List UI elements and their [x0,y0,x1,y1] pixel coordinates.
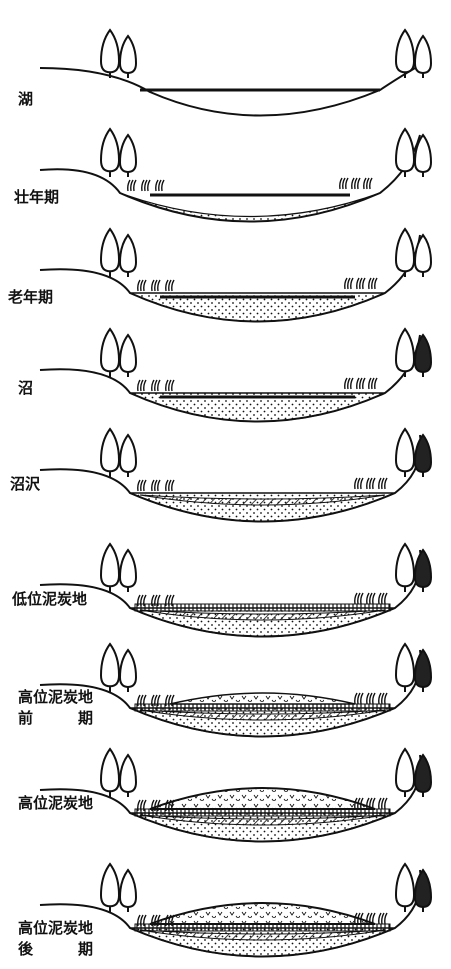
stage-label-lake: 湖 [18,88,33,109]
tree-icon [101,864,119,912]
stage-label-high-peatland: 高位泥炭地 [18,792,93,813]
succession-panel [40,30,431,116]
reed-icon [138,380,146,391]
reed-icon [369,278,377,289]
stage-label-high-peatland-late: 高位泥炭地 後 期 [18,917,93,959]
tree-icon [396,644,414,692]
reed-icon [379,478,387,489]
tree-icon [101,30,119,78]
succession-panel [40,229,431,322]
stage-sublabel-left: 前 [18,707,33,728]
reed-icon [379,798,387,809]
tree-icon [396,864,414,912]
tree-icon [396,30,414,78]
stage-label-old-period: 老年期 [8,286,53,307]
reed-icon [379,593,387,604]
stage-sublabel-left: 後 [18,938,33,959]
stage-label-text: 高位泥炭地 [18,917,93,938]
reed-icon [379,693,387,704]
reed-icon [355,478,363,489]
tree-icon [101,644,119,692]
reed-icon [355,593,363,604]
reed-icon [166,480,174,491]
tree-icon [415,650,431,692]
tree-icon [120,435,136,477]
tree-icon [396,544,414,592]
stage-label-low-peatland: 低位泥炭地 [12,588,87,609]
succession-panel [40,544,431,637]
tree-icon [101,329,119,377]
succession-panel [40,329,431,422]
tree-icon [396,329,414,377]
tree-icon [101,129,119,177]
tree-icon [120,550,136,592]
tree-icon [396,429,414,477]
reed-icon [369,378,377,389]
reed-icon [364,178,372,189]
reed-icon [355,693,363,704]
tree-icon [120,235,136,277]
reed-icon [142,180,150,191]
stage-sublabel-right: 期 [78,938,93,959]
tree-icon [415,435,431,477]
reed-icon [379,913,387,924]
tree-icon [415,235,431,277]
reed-icon [340,178,348,189]
stage-label-swamp: 沼 [18,377,33,398]
succession-panel [40,429,431,522]
tree-icon [120,755,136,797]
tree-icon [415,870,431,912]
tree-icon [120,335,136,377]
reed-icon [152,280,160,291]
tree-icon [415,755,431,797]
tree-icon [415,550,431,592]
tree-icon [415,36,431,78]
stage-label-high-peatland-early: 高位泥炭地 前 期 [18,686,93,728]
reed-icon [152,380,160,391]
reed-icon [367,478,375,489]
stage-sublabel-right: 期 [78,707,93,728]
tree-icon [120,36,136,78]
tree-icon [120,135,136,177]
tree-icon [415,335,431,377]
stage-label-mature-period: 壮年期 [14,186,59,207]
succession-panel [40,864,431,957]
tree-icon [101,229,119,277]
stage-label-marsh: 沼沢 [10,473,40,494]
succession-panel [40,129,431,222]
tree-icon [101,544,119,592]
reed-icon [352,178,360,189]
stage-label-text: 高位泥炭地 [18,686,93,707]
reed-icon [367,693,375,704]
reed-icon [345,378,353,389]
reed-icon [166,280,174,291]
reed-icon [138,280,146,291]
tree-icon [101,429,119,477]
reed-icon [128,180,136,191]
tree-icon [396,749,414,797]
reed-icon [357,378,365,389]
reed-icon [345,278,353,289]
tree-icon [396,229,414,277]
tree-icon [101,749,119,797]
reed-icon [367,593,375,604]
succession-panel [40,644,431,737]
reed-icon [152,480,160,491]
reed-icon [156,180,164,191]
succession-panel [40,749,431,842]
reed-icon [357,278,365,289]
reed-icon [166,380,174,391]
tree-icon [120,650,136,692]
tree-icon [396,129,414,177]
reed-icon [138,480,146,491]
tree-icon [120,870,136,912]
